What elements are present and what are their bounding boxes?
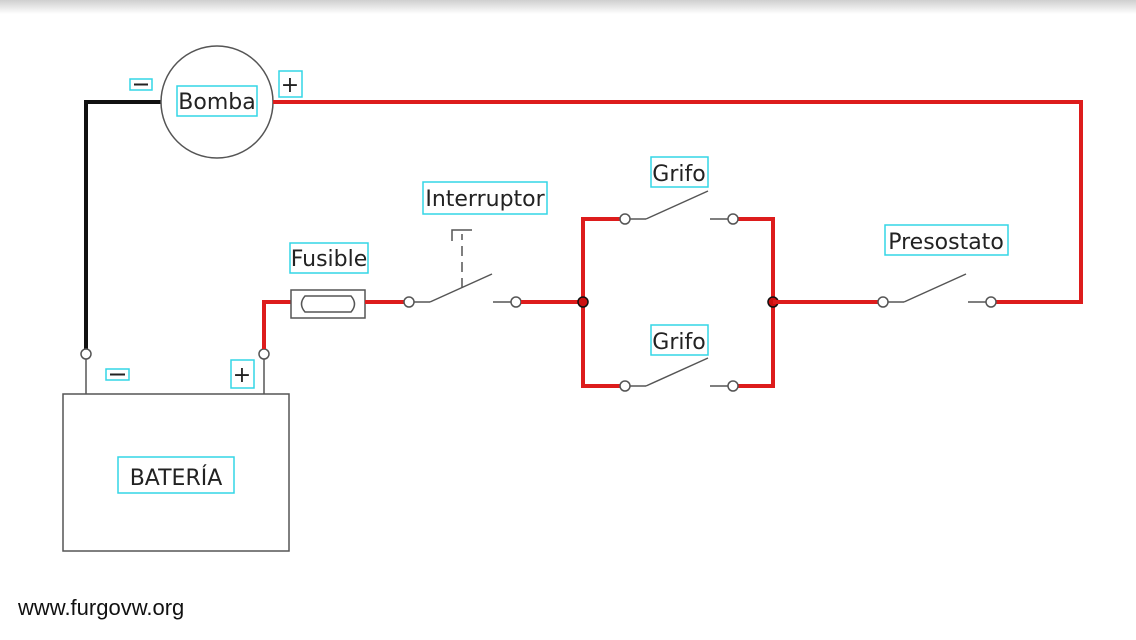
pump-label: Bomba	[178, 90, 255, 115]
battery-neg-terminal	[80, 348, 92, 360]
battery-plus-box	[230, 359, 255, 389]
window-top-shadow	[0, 0, 1136, 14]
tap-lower: Grifo	[619, 324, 739, 392]
switch-contact-in	[403, 296, 415, 308]
fuse: Fusible	[289, 242, 369, 319]
switch-actuator-head	[451, 229, 472, 241]
battery-label: BATERÍA	[130, 465, 223, 491]
pump: Bomba +	[129, 45, 303, 159]
pressure-switch: Presostato	[877, 224, 1009, 308]
tap-lower-label-box	[650, 324, 709, 356]
pressure-switch-label-box	[884, 224, 1009, 256]
pump-label-box	[176, 85, 258, 117]
tap-upper: Grifo	[619, 156, 739, 225]
pump-feed-wire	[273, 100, 1083, 304]
fuse-label-box	[289, 242, 369, 274]
tap-lower-label: Grifo	[652, 330, 705, 355]
pump-plus-sign: +	[281, 73, 299, 98]
battery: BATERÍA +	[62, 348, 290, 552]
battery-pos-terminal	[258, 348, 270, 360]
tap-upper-lever	[645, 190, 709, 220]
battery-minus-box	[105, 368, 130, 381]
switch-contact-out	[510, 296, 522, 308]
switch-label-box	[422, 181, 548, 215]
pump-minus-box	[129, 78, 153, 91]
switch-lever	[429, 273, 493, 303]
battery-plus-sign: +	[233, 363, 251, 388]
tap-upper-label-box	[650, 156, 709, 188]
fuse-element	[300, 295, 356, 313]
site-watermark: www.furgovw.org	[18, 595, 185, 620]
battery-body	[62, 393, 290, 552]
tap-lower-lever	[645, 357, 709, 387]
switch-label: Interruptor	[425, 187, 545, 212]
main-switch: Interruptor	[403, 181, 548, 308]
tap-upper-label: Grifo	[652, 162, 705, 187]
pressure-switch-label: Presostato	[888, 230, 1004, 255]
battery-label-box	[117, 456, 235, 494]
pressure-switch-lever	[903, 273, 967, 303]
junction-left	[577, 296, 589, 308]
pump-plus-box	[278, 70, 303, 98]
fuse-label: Fusible	[291, 247, 368, 272]
ground-wire	[84, 100, 163, 350]
battery-to-fuse-wire	[262, 300, 292, 349]
fuse-body	[290, 289, 366, 319]
